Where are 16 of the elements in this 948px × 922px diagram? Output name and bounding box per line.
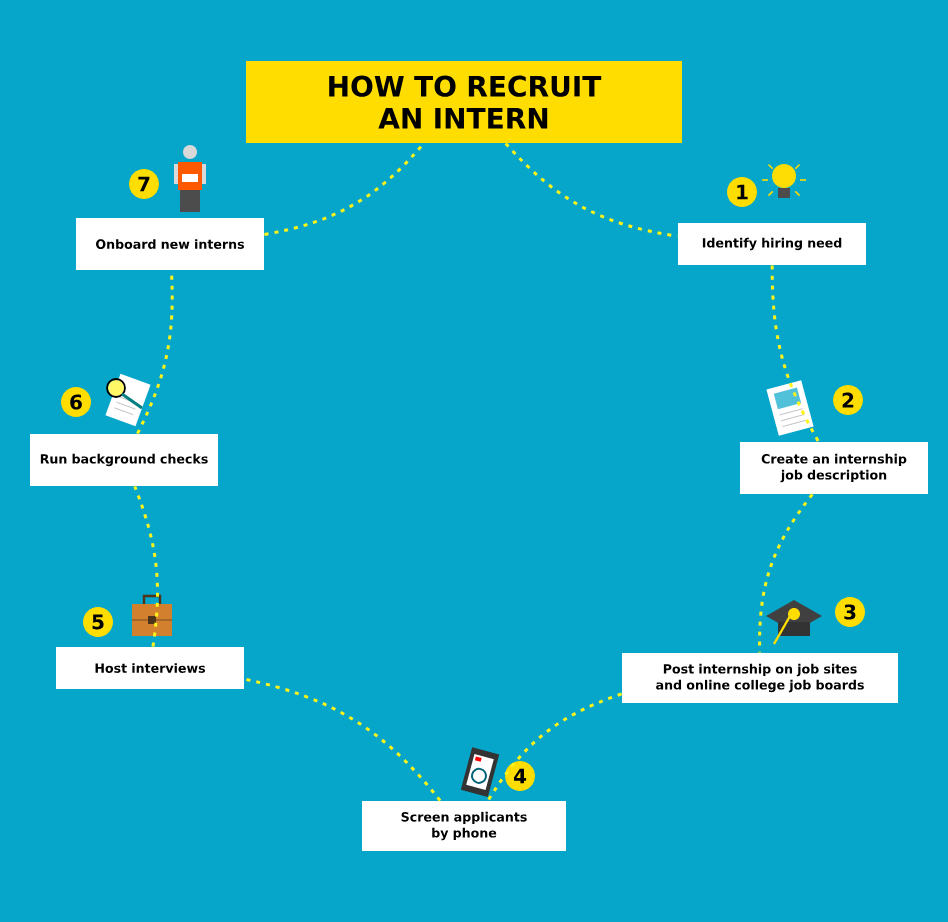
dotted-path [264,142,425,236]
title-box: HOW TO RECRUIT AN INTERN [246,61,682,143]
dotted-path [136,270,174,435]
step-number: 3 [835,597,865,627]
dotted-path [770,265,820,443]
step-number: 7 [129,169,159,199]
step-number: 4 [505,761,535,791]
dotted-path [244,677,442,802]
dotted-path [758,493,814,653]
step-number: 2 [833,385,863,415]
dotted-path [486,692,623,802]
step-number: 6 [61,387,91,417]
step-number: 1 [727,177,757,207]
dotted-path [133,485,159,647]
step-number: 5 [83,607,113,637]
dotted-path [504,142,678,238]
